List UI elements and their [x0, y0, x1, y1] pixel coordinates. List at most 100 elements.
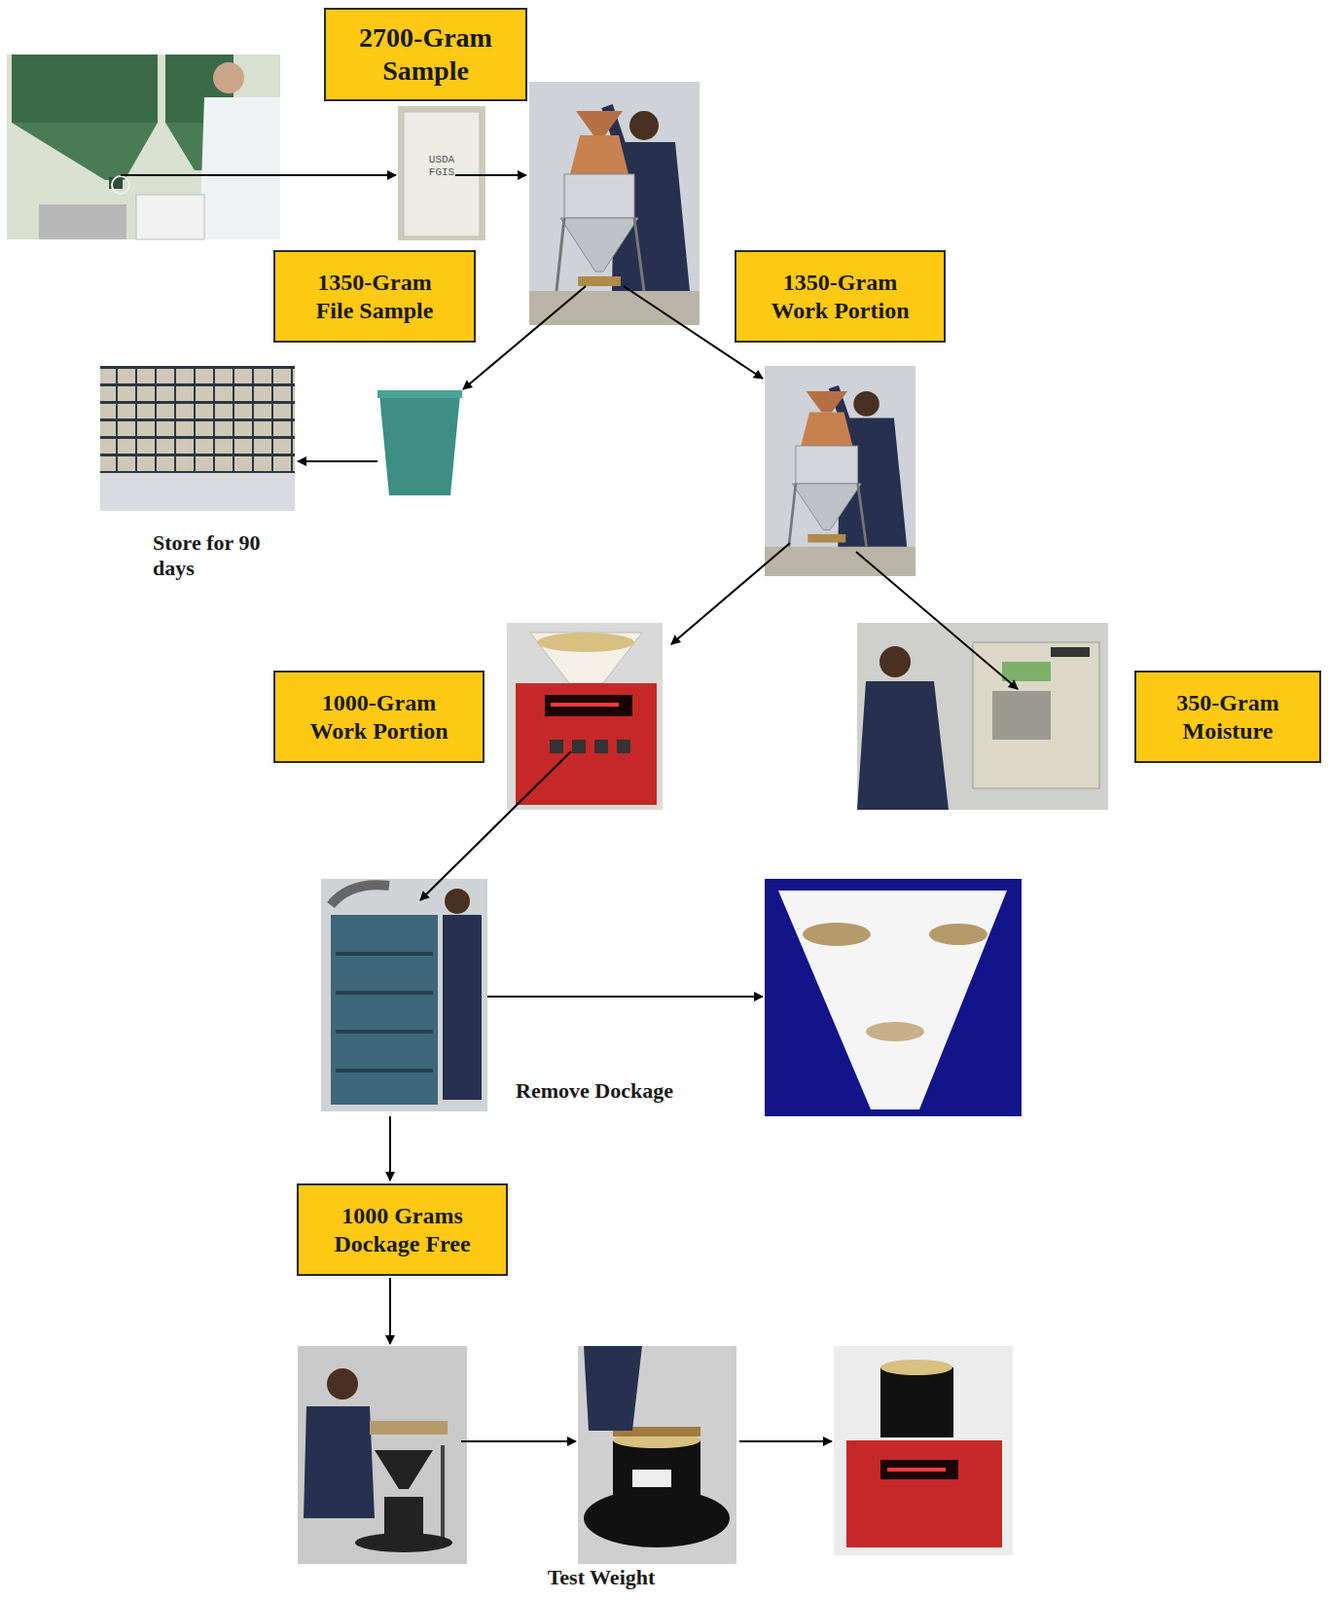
hopper-photo — [6, 54, 281, 240]
flow-arrow-part — [856, 551, 1018, 689]
label-box: 1000 Grams Dockage Free — [296, 1183, 508, 1276]
box-text-group: 1000-Gram Work Portion — [303, 688, 455, 746]
test-weight-photo-part — [303, 1405, 375, 1518]
scale-photo-part — [515, 682, 657, 805]
flow-arrow-part — [455, 174, 527, 177]
moisture-meter-photo — [857, 622, 1109, 810]
flow-arrow-part — [463, 286, 586, 390]
scale-photo-part — [544, 694, 633, 717]
flow-arrow-part — [461, 1439, 576, 1442]
test-weight-photo-part — [384, 1496, 424, 1536]
dockage-machine-photo-part — [335, 1029, 433, 1034]
scale-photo-part — [537, 632, 635, 652]
hopper-photo-part — [213, 62, 245, 94]
dockage-machine-photo-part — [321, 878, 488, 1112]
test-weight-photo-part — [355, 1532, 453, 1552]
sample-bag-photo — [397, 106, 486, 241]
moisture-meter-photo-part — [857, 622, 1109, 810]
moisture-meter-photo-part — [992, 690, 1051, 740]
box-text-group: 2700-Gram Sample — [345, 21, 506, 87]
caption-label: Store for 90 days — [152, 530, 262, 582]
dockage-tray-photo-part — [865, 1021, 925, 1041]
flow-arrow-part — [297, 460, 378, 463]
storage-photo-part — [100, 365, 295, 473]
sample-bag-photo-part — [397, 106, 486, 241]
test-weight-photo-part — [326, 1367, 359, 1400]
scale-photo-part — [594, 739, 609, 754]
label-box: 1000-Gram Work Portion — [273, 670, 485, 763]
dockage-tray-photo-part — [764, 878, 1022, 1116]
storage-photo-part — [100, 472, 295, 511]
dockage-tray-photo — [764, 878, 1022, 1116]
flow-arrow-part — [420, 751, 572, 900]
moisture-meter-photo-part — [972, 642, 1100, 789]
dockage-machine-photo-part — [335, 951, 433, 956]
hopper-photo-part — [38, 204, 127, 240]
box-text: 1000 Grams Dockage Free — [326, 1201, 478, 1258]
caption-label: Test Weight — [533, 1564, 670, 1590]
storage-photo — [100, 365, 295, 511]
test-weight-photo-part — [577, 1345, 737, 1564]
box-text-group: 1350-Gram File Sample — [299, 268, 451, 325]
caption-label: Remove Dockage — [515, 1077, 711, 1104]
dockage-machine-photo-part — [335, 1068, 433, 1073]
label-box: 1350-Gram File Sample — [273, 250, 476, 343]
scale-photo-part — [530, 632, 643, 683]
flow-arrow-part — [389, 1277, 392, 1344]
test-weight-photo-part — [880, 1366, 954, 1437]
test-weight-photo-part — [833, 1345, 1013, 1555]
wastebasket-photo-part — [377, 390, 463, 398]
dockage-tray-photo-part — [929, 923, 988, 945]
box-text: 2700-Gram Sample — [345, 21, 506, 87]
test-weight-photo-part — [887, 1467, 946, 1472]
scale-photo-part — [550, 702, 619, 707]
label-box: 1350-Gram Work Portion — [734, 250, 946, 343]
dockage-tray-photo-part — [778, 890, 1007, 1110]
flow-arrow-part — [739, 1439, 832, 1442]
wastebasket-photo — [377, 390, 463, 496]
test-weight-photo-part — [583, 1345, 643, 1431]
test-weight-photo — [577, 1345, 737, 1564]
dockage-machine-photo-part — [330, 914, 438, 1105]
box-text: 1350-Gram Work Portion — [764, 268, 916, 325]
moisture-meter-photo-part — [1002, 661, 1051, 682]
scale-photo-part — [506, 622, 663, 810]
test-weight-photo-part — [440, 1444, 445, 1547]
divider-photo — [529, 81, 700, 325]
hopper-photo-part — [136, 194, 205, 240]
dockage-tray-photo-part — [802, 922, 871, 946]
caption-label: USDA FGIS — [422, 153, 462, 179]
dockage-machine-photo — [321, 878, 488, 1112]
hopper-photo-part — [11, 54, 158, 123]
scale-photo-part — [572, 739, 586, 754]
dockage-machine-photo-part — [335, 990, 433, 995]
moisture-meter-photo-part — [1050, 646, 1090, 657]
flow-arrow-part — [389, 1115, 392, 1181]
dockage-machine-photo-part — [442, 914, 482, 1100]
scale-photo — [506, 622, 663, 810]
hopper-photo-part — [6, 54, 281, 240]
test-weight-photo-part — [612, 1439, 701, 1508]
hopper-photo-part — [108, 177, 123, 189]
test-weight-photo — [833, 1345, 1013, 1555]
test-weight-photo-part — [297, 1345, 467, 1564]
test-weight-photo-part — [846, 1439, 1003, 1547]
moisture-meter-photo-part — [879, 646, 911, 678]
scale-photo-part — [549, 739, 564, 754]
test-weight-photo-part — [632, 1469, 672, 1487]
label-box: 350-Gram Moisture — [1134, 670, 1322, 763]
box-text-group: 1350-Gram Work Portion — [764, 268, 916, 325]
label-box: 2700-Gram Sample — [323, 7, 528, 102]
box-text: 350-Gram Moisture — [1152, 688, 1304, 746]
flow-arrow-part — [120, 174, 396, 177]
test-weight-photo-part — [369, 1420, 448, 1435]
box-text-group: 1000 Grams Dockage Free — [326, 1201, 478, 1258]
box-text-group: 350-Gram Moisture — [1152, 688, 1304, 746]
dockage-machine-photo-part — [444, 888, 470, 914]
moisture-meter-photo-part — [857, 681, 949, 810]
wastebasket-photo-part — [379, 394, 461, 496]
hopper-photo-part — [11, 122, 158, 180]
dockage-machine-photo-part — [330, 884, 390, 905]
